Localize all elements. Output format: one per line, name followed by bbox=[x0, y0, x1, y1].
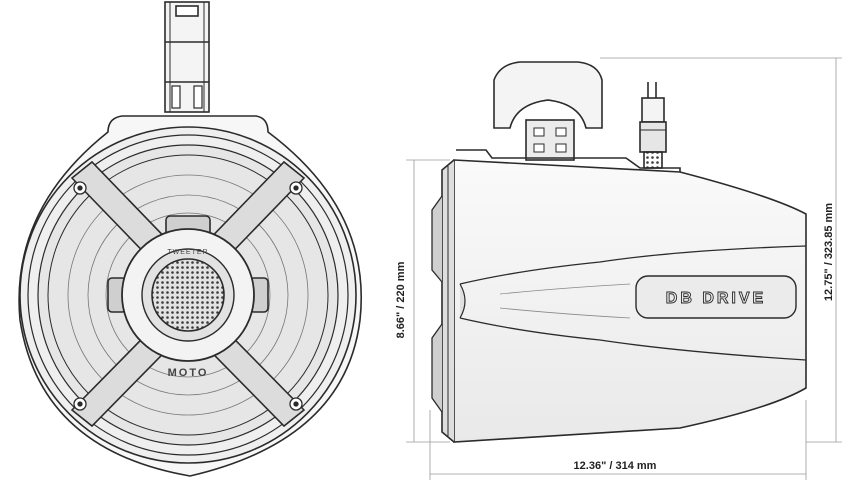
side-swoosh-upper bbox=[459, 245, 807, 285]
tweeter-mesh bbox=[151, 258, 225, 332]
dimension-height-label: 8.66" / 220 mm bbox=[395, 261, 407, 338]
side-swoosh-lower bbox=[459, 317, 807, 361]
dimension-overall-height-label: 12.75" / 323.85 mm bbox=[823, 203, 835, 301]
front-mount-clamp bbox=[164, 1, 210, 113]
grille-text-top: TWEETER bbox=[167, 249, 208, 256]
side-mount-handle bbox=[493, 61, 603, 129]
dimension-width-label: 12.36" / 314 mm bbox=[574, 460, 657, 472]
grille-text-bottom: MOTO bbox=[168, 367, 209, 379]
brand-logo: DB DRIVE bbox=[666, 290, 766, 307]
front-view: TWEETER MOTO bbox=[18, 1, 362, 477]
cable-connector bbox=[639, 82, 667, 169]
side-view: DB DRIVE bbox=[431, 61, 807, 443]
dimension-lines bbox=[406, 57, 842, 480]
side-mount-bracket bbox=[525, 119, 575, 161]
logo-plate bbox=[635, 275, 797, 319]
front-screws bbox=[73, 181, 303, 411]
side-body bbox=[453, 159, 807, 443]
